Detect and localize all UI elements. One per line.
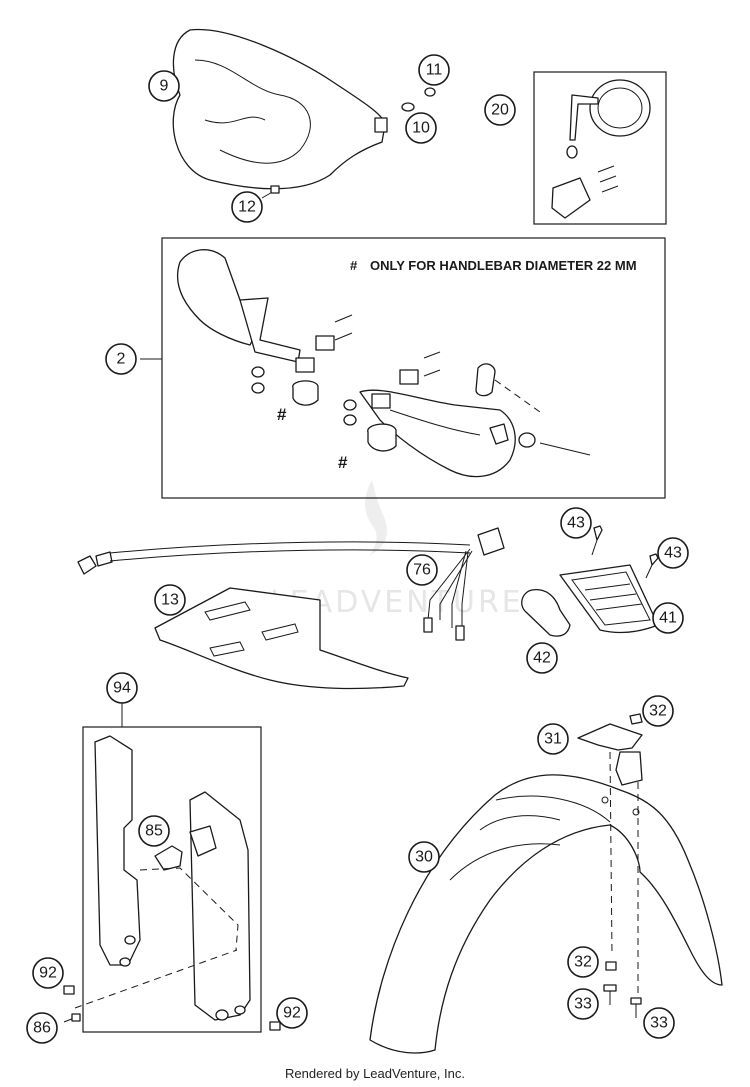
callout-43-right: 43: [657, 537, 689, 569]
svg-text:85: 85: [145, 823, 163, 840]
callout-9: 9: [148, 70, 180, 102]
svg-text:43: 43: [567, 515, 585, 532]
headlight-mask: [172, 28, 388, 190]
guide-line: [74, 949, 238, 1009]
screws-43: [591, 525, 659, 579]
fork-fasteners: [63, 985, 281, 1031]
guide-line: [139, 867, 239, 951]
svg-text:30: 30: [415, 849, 433, 866]
svg-text:11: 11: [426, 62, 443, 79]
hash-mark: #: [338, 453, 348, 472]
rear-fender: [154, 587, 409, 690]
screw-12: [261, 185, 280, 199]
svg-text:2: 2: [117, 351, 126, 368]
guide-line: [609, 751, 613, 956]
svg-text:43: 43: [664, 545, 682, 562]
callout-12: 12: [231, 191, 263, 223]
svg-text:20: 20: [491, 102, 509, 119]
svg-text:33: 33: [574, 996, 592, 1013]
bulb: [521, 589, 571, 637]
callout-32-bottom: 32: [567, 946, 599, 978]
callout-10: 10: [405, 112, 437, 144]
wiring-harness: [77, 527, 505, 641]
callout-11: 11: [418, 54, 450, 86]
callout-31: 31: [537, 723, 569, 755]
svg-text:31: 31: [544, 731, 562, 748]
fork-guard-box: [82, 726, 262, 1033]
svg-text:92: 92: [39, 965, 57, 982]
footer-credit: Rendered by LeadVenture, Inc.: [285, 1066, 465, 1081]
callout-41: 41: [652, 602, 684, 634]
callout-76: 76: [406, 554, 438, 586]
svg-text:76: 76: [413, 562, 431, 579]
callout-94: 94: [106, 672, 138, 704]
right-fork-guard: [189, 791, 251, 1021]
callout-92-left: 92: [32, 957, 64, 989]
fender-fasteners: [603, 961, 642, 1018]
callout-85: 85: [138, 815, 170, 847]
mirror-box: [533, 71, 667, 225]
handguard-box: [161, 237, 666, 499]
svg-text:32: 32: [649, 703, 667, 720]
svg-text:13: 13: [161, 592, 179, 609]
callout-43-top: 43: [560, 507, 592, 539]
washer-nut: [401, 87, 436, 112]
hash-marks: # #: [277, 405, 348, 472]
svg-text:94: 94: [113, 680, 131, 697]
callout-92-right: 92: [276, 997, 308, 1029]
right-handguard: [343, 351, 591, 478]
hash-mark: #: [277, 405, 287, 424]
callout-13: 13: [154, 584, 186, 616]
callout-20: 20: [484, 94, 516, 126]
callout-42: 42: [526, 642, 558, 674]
left-fork-guard: [94, 735, 141, 967]
callout-30: 30: [408, 841, 440, 873]
note-symbol: #: [350, 258, 358, 273]
fork-clip: [154, 845, 183, 871]
callout-2: 2: [105, 343, 137, 375]
svg-text:10: 10: [412, 120, 430, 137]
svg-text:9: 9: [160, 78, 169, 95]
svg-text:86: 86: [33, 1020, 51, 1037]
svg-text:42: 42: [533, 650, 551, 667]
left-handguard: [176, 249, 353, 406]
note-text: ONLY FOR HANDLEBAR DIAMETER 22 MM: [370, 258, 637, 273]
callout-33-right: 33: [643, 1007, 675, 1039]
svg-text:41: 41: [659, 610, 677, 627]
callout-33-left: 33: [567, 988, 599, 1020]
svg-text:92: 92: [283, 1005, 301, 1022]
note: # ONLY FOR HANDLEBAR DIAMETER 22 MM: [350, 258, 637, 273]
svg-text:32: 32: [574, 954, 592, 971]
callout-86: 86: [26, 1012, 58, 1044]
front-fender: [369, 774, 723, 1054]
tail-light: [559, 564, 659, 634]
svg-text:12: 12: [238, 199, 256, 216]
mirror: [551, 79, 651, 219]
fender-bracket: [577, 713, 643, 786]
svg-text:33: 33: [650, 1015, 668, 1032]
callout-32-top: 32: [642, 695, 674, 727]
